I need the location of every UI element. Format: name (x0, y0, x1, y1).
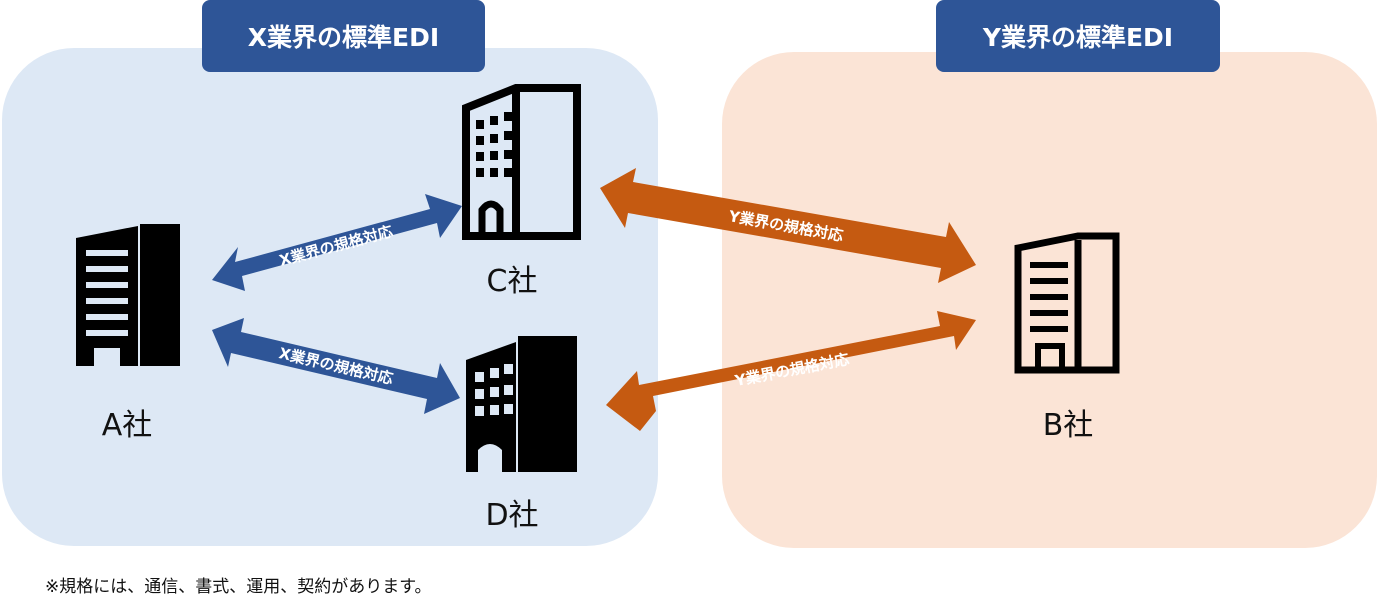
company-b-label: B社 (1042, 408, 1094, 443)
y-industry-banner: Y業界の標準EDI (936, 0, 1220, 72)
arrow-c-b-shape (600, 168, 976, 283)
building-d-icon (466, 336, 577, 472)
arrow-a-d: X業界の規格対応 (212, 318, 460, 414)
company-c-label: C社 (486, 264, 538, 299)
building-a-icon (76, 224, 180, 366)
arrow-d-b: Y業界の規格対応 (606, 311, 976, 431)
company-d-label: D社 (485, 498, 539, 533)
building-c-icon (462, 84, 581, 240)
x-industry-banner: X業界の標準EDI (202, 0, 485, 72)
footnote: ※規格には、通信、書式、運用、契約があります。 (45, 577, 432, 597)
company-a-label: A社 (101, 408, 153, 443)
arrow-c-b: Y業界の規格対応 (600, 168, 976, 283)
arrow-d-b-shape (606, 311, 976, 431)
building-b-icon (1014, 232, 1120, 374)
arrow-a-c-shape (212, 194, 462, 291)
arrow-a-d-shape (212, 318, 460, 414)
arrow-a-c: X業界の規格対応 (212, 194, 462, 291)
